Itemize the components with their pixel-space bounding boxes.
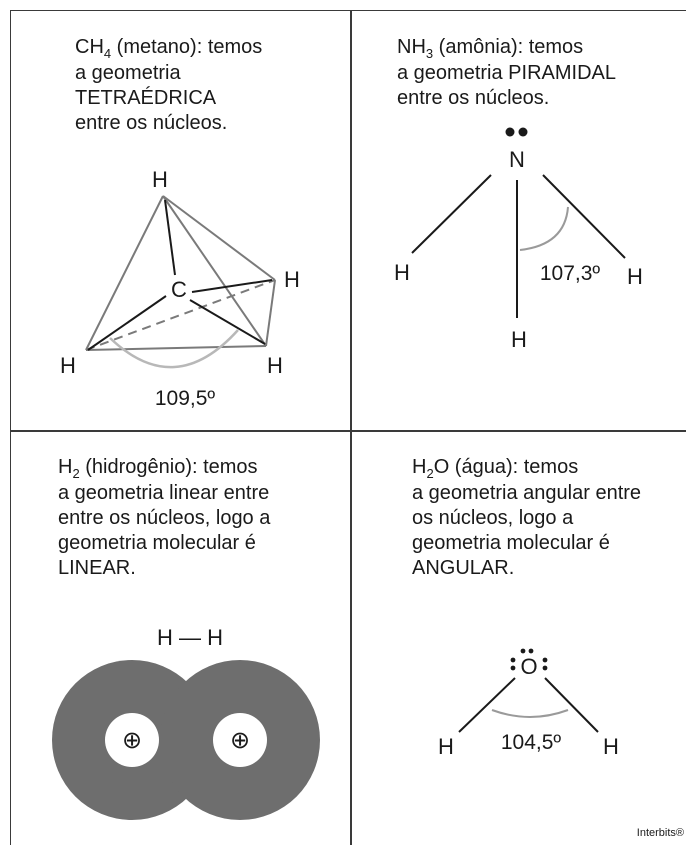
methane-tetrahedron-edges [85, 195, 276, 351]
hydrogen-line-4: LINEAR. [58, 557, 136, 579]
hydrogen-line-2: entre os núcleos, logo a [58, 507, 271, 529]
methane-bonds [87, 199, 273, 351]
methane-h-bottom-right: H [267, 353, 283, 378]
methane-line-3: entre os núcleos. [75, 112, 228, 134]
water-description: H2O (água): temos a geometria angular en… [412, 455, 641, 581]
water-line-4: ANGULAR. [412, 557, 515, 579]
hydrogen-bond-label: H — H [157, 625, 223, 650]
horizontal-divider [10, 430, 686, 432]
methane-line-2: TETRAÉDRICA [75, 87, 217, 109]
water-lone-pair-dot [542, 657, 548, 663]
hydrogen-description: H2 (hidrogênio): temos a geometria linea… [58, 455, 270, 581]
ammonia-description: NH3 (amônia): temos a geometria PIRAMIDA… [397, 35, 616, 111]
hydrogen-nucleus-left [105, 713, 159, 767]
ammonia-h-right: H [627, 264, 643, 289]
water-line-2: os núcleos, logo a [412, 507, 574, 529]
hydrogen-proton-right-icon: ⊕ [230, 727, 250, 754]
methane-h-left: H [60, 353, 76, 378]
water-formula-line: H2O (água): temos [412, 456, 579, 481]
methane-h-top: H [152, 167, 168, 192]
ammonia-line-2: entre os núcleos. [397, 87, 550, 109]
vertical-divider [350, 10, 352, 845]
water-h-right: H [603, 734, 619, 759]
water-line-3: geometria molecular é [412, 532, 610, 554]
water-lone-pair-dot [520, 648, 526, 654]
methane-line-1: a geometria [75, 62, 181, 84]
credit-label: Interbits® [636, 827, 684, 839]
methane-center-atom: C [171, 277, 187, 302]
top-border [10, 10, 686, 11]
water-lone-pair-dot [528, 648, 534, 654]
ammonia-formula-line: NH3 (amônia): temos [397, 36, 584, 61]
ammonia-lone-pair-dot-right [518, 127, 528, 137]
water-line-1: a geometria angular entre [412, 482, 642, 504]
water-lone-pair-dot [542, 665, 548, 671]
hydrogen-nucleus-right [213, 713, 267, 767]
hydrogen-formula-line: H2 (hidrogênio): temos [58, 456, 258, 481]
water-angle-label: 104,5º [501, 731, 562, 754]
water-lone-pair-dot [510, 665, 516, 671]
ammonia-lone-pair-dot-left [505, 127, 515, 137]
ammonia-angle-arc [519, 206, 569, 251]
ammonia-line-1: a geometria PIRAMIDAL [397, 62, 616, 84]
ammonia-bonds [411, 174, 626, 318]
methane-description: CH4 (metano): temos a geometria TETRAÉDR… [75, 35, 262, 136]
left-border [10, 10, 11, 845]
hydrogen-proton-left-icon: ⊕ [122, 727, 142, 754]
methane-angle-label: 109,5º [155, 387, 216, 410]
water-bonds [458, 677, 599, 733]
ammonia-angle-label: 107,3º [540, 262, 601, 285]
water-lone-pair-dot [510, 657, 516, 663]
water-angle-arc [491, 709, 569, 718]
methane-formula-line: CH4 (metano): temos [75, 36, 263, 61]
hydrogen-line-1: a geometria linear entre [58, 482, 270, 504]
water-center-atom: O [520, 654, 537, 679]
water-h-left: H [438, 734, 454, 759]
ammonia-center-atom: N [509, 147, 525, 172]
hydrogen-line-3: geometria molecular é [58, 532, 256, 554]
ammonia-h-left: H [394, 260, 410, 285]
methane-h-right: H [284, 267, 300, 292]
methane-angle-arc [109, 329, 239, 369]
ammonia-h-bottom: H [511, 327, 527, 352]
